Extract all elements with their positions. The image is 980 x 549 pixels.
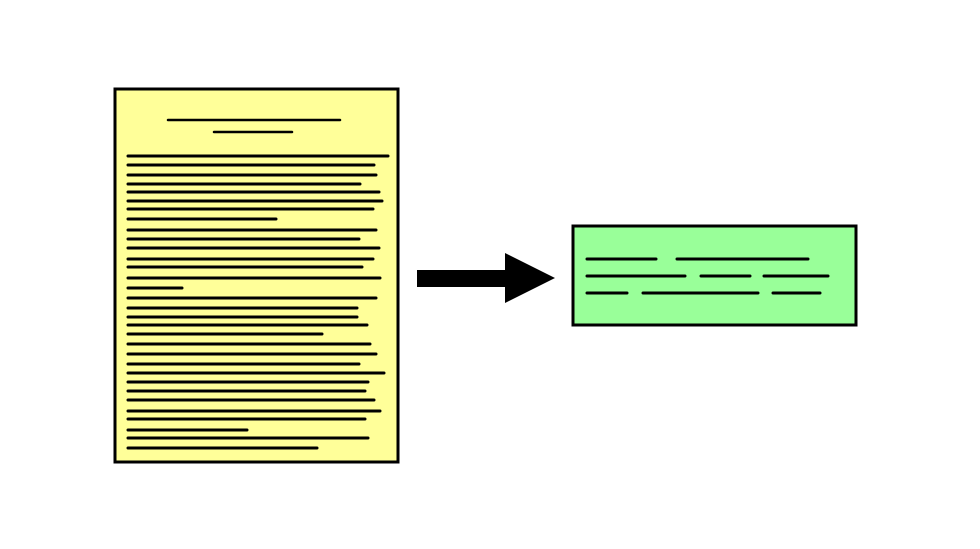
arrow-right-icon (417, 253, 555, 303)
source-document (113, 87, 400, 464)
summary (571, 224, 858, 327)
document-page (113, 87, 400, 464)
summary-text-lines (585, 257, 830, 295)
arrow-head (505, 253, 555, 303)
document-text-lines (126, 118, 390, 450)
arrow-shaft (417, 270, 507, 287)
